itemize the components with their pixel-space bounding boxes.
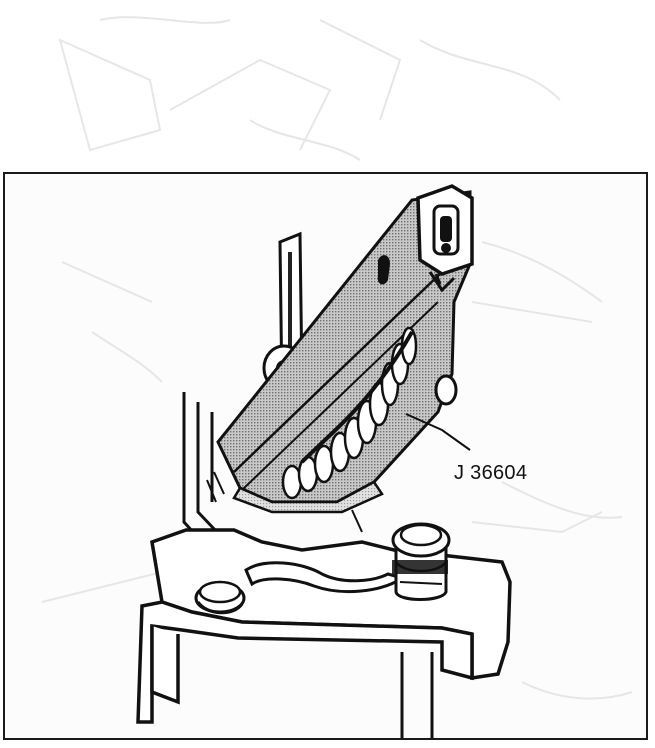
part-number-label: J 36604 — [454, 462, 528, 484]
body-slot — [377, 255, 390, 285]
tool-illustration — [41, 184, 633, 738]
spring-shadow — [300, 331, 414, 464]
vertical-post — [182, 392, 219, 544]
mounting-plate — [136, 528, 512, 724]
figure-frame: J 36604 — [3, 172, 648, 740]
shade-marks — [206, 471, 363, 533]
lower-shaft — [400, 652, 434, 738]
callout-leader — [405, 413, 471, 451]
clamp-block — [416, 184, 474, 293]
body-bolt — [434, 374, 458, 406]
left-stud — [194, 580, 246, 615]
coil-spring — [281, 326, 418, 500]
hex-nut — [391, 522, 451, 601]
